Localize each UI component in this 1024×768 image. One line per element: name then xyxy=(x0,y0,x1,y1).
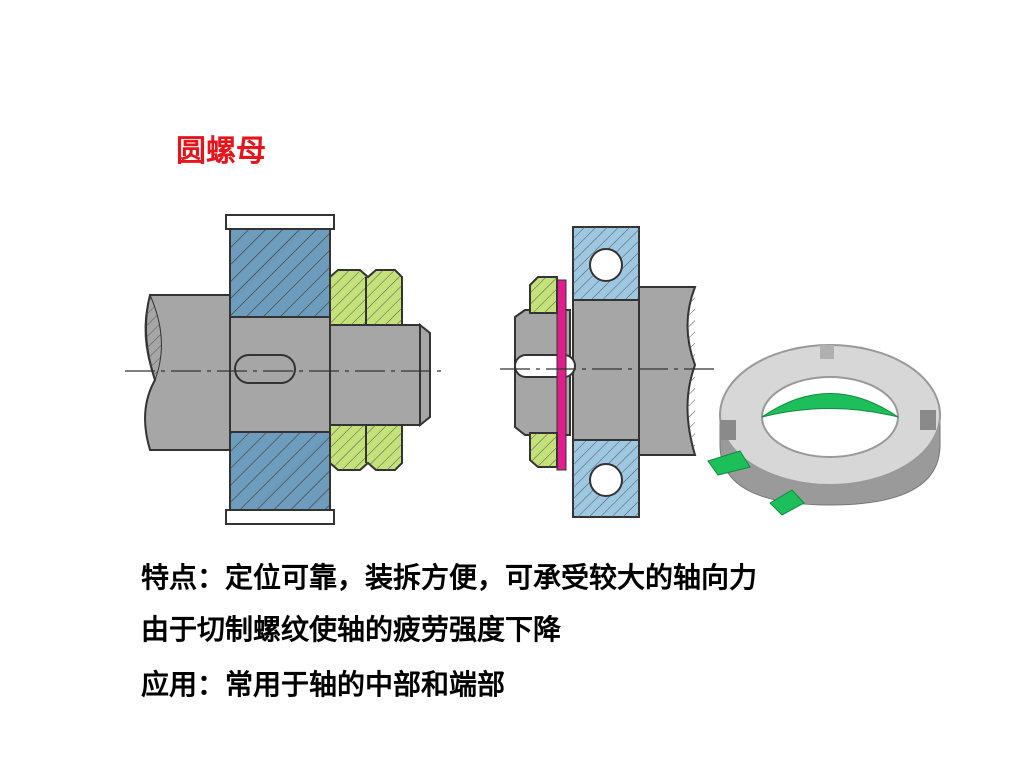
washer-tab-left xyxy=(707,450,751,476)
middle-shaft xyxy=(638,286,697,456)
left-round-nut-bottom xyxy=(329,424,403,471)
bearing-ball-top xyxy=(589,248,623,282)
feature-line: 特点：定位可靠，装拆方便，可承受较大的轴向力 xyxy=(141,561,758,594)
round-nut-3d xyxy=(707,344,941,516)
left-round-nut-top xyxy=(329,269,403,326)
key-slot xyxy=(234,354,296,384)
middle-assembly xyxy=(500,226,720,518)
feature-line-2: 由于切制螺纹使轴的疲劳强度下降 xyxy=(141,613,562,646)
application-line: 应用：常用于轴的中部和端部 xyxy=(141,668,506,701)
bearing-ball-bottom xyxy=(589,463,623,497)
left-assembly xyxy=(125,214,445,525)
washer-tab-bottom xyxy=(769,489,805,516)
lock-washer xyxy=(556,279,567,471)
round-nut-diagram xyxy=(125,214,941,525)
washer-ring xyxy=(761,393,899,418)
slide-title: 圆螺母 xyxy=(176,134,266,169)
